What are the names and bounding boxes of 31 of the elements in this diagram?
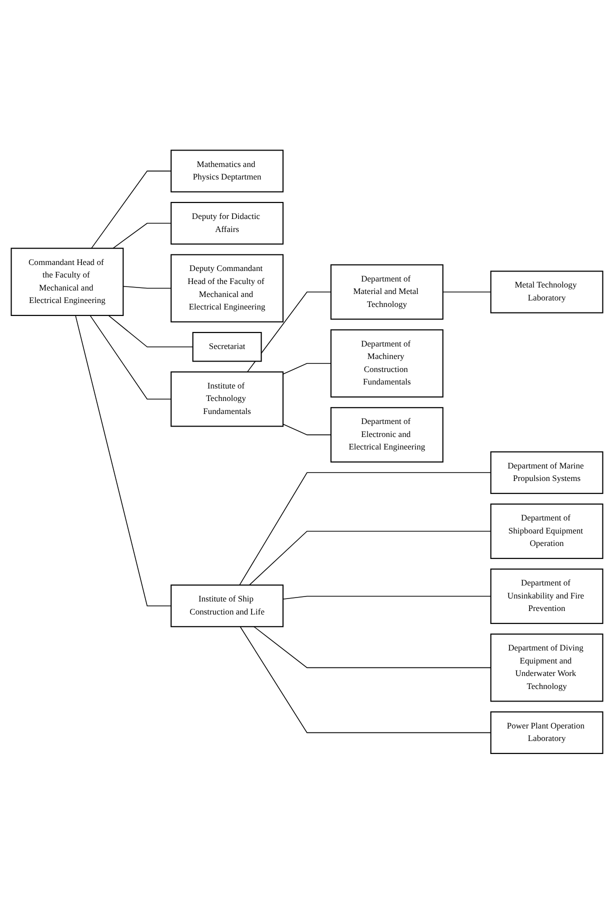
connector <box>112 222 172 248</box>
connector <box>239 472 492 586</box>
node-box: Department of Electronic and Electrical Engineering <box>330 406 444 462</box>
connector <box>240 626 492 733</box>
node-box: Department of Machinery Construction Fundamentals <box>330 328 444 398</box>
node-box: Department of Material and Metal Technology <box>330 264 444 320</box>
connector <box>246 291 332 372</box>
connector <box>91 170 172 248</box>
node-box: Secretariat <box>192 332 262 362</box>
node-box: Department of Diving Equipment and Underwater Work Technology <box>490 633 604 702</box>
node-box: Commandant Head of the Faculty of Mechanical and Electrical Engineering <box>10 247 124 316</box>
node-box: Department of Unsinkability and Fire Prevention <box>490 568 604 624</box>
node-box: Department of Marine Propulsion Systems <box>490 450 604 494</box>
node-box: Department of Shipboard Equipment Operation <box>490 503 604 559</box>
node-box: Mathematics and Physics Deptartmen <box>170 149 284 192</box>
node-box: Power Plant Operation Laboratory <box>490 711 604 754</box>
node-box: Institute of Ship Construction and Life <box>170 584 284 627</box>
node-box: Metal Technology Laboratory <box>490 270 604 313</box>
connector <box>90 314 172 400</box>
connector <box>282 423 332 435</box>
node-box: Deputy Commandant Head of the Faculty of Mechanical and Electrical Engineering <box>170 254 284 322</box>
node-box: Deputy for Didactic Affairs <box>170 202 284 244</box>
connector <box>122 286 172 288</box>
connector <box>442 291 492 292</box>
connector <box>254 626 492 668</box>
connector <box>248 530 492 586</box>
node-box: Institute of Technology Fundamentals <box>170 371 284 426</box>
connector <box>282 596 492 600</box>
connector <box>75 314 172 606</box>
connector <box>282 362 332 374</box>
connector <box>108 314 194 347</box>
